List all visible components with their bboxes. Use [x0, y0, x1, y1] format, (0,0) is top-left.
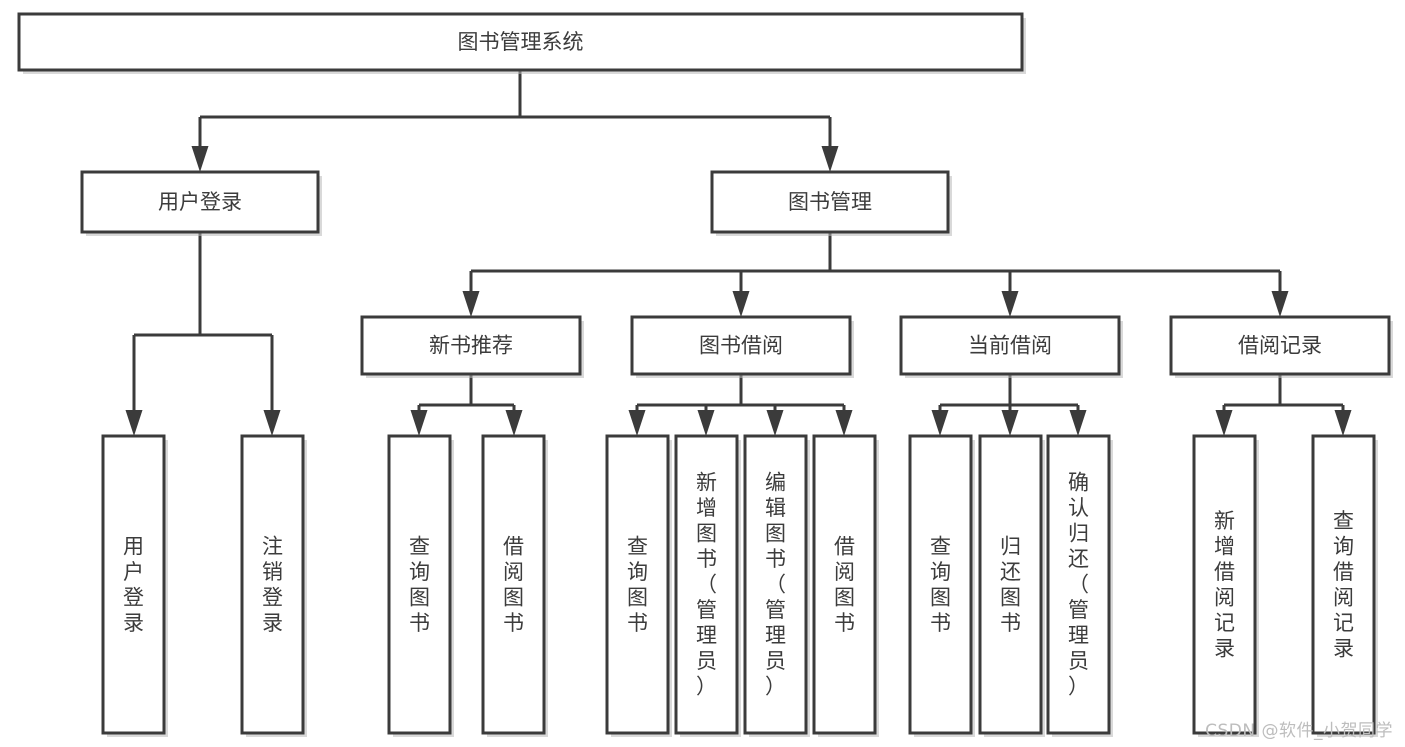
leaf-node[interactable]: 确认归还（管理员）: [1046, 434, 1113, 737]
level2-label: 用户登录: [158, 190, 242, 214]
level3-label: 新书推荐: [429, 334, 513, 358]
root-box[interactable]: [17, 12, 1024, 72]
connector-user-login-to-leaves: [125, 232, 281, 436]
arrow-head-icon: [732, 291, 750, 317]
arrow-head-icon: [1334, 410, 1352, 436]
level3-box[interactable]: [630, 315, 852, 376]
level2-node[interactable]: 用户登录: [80, 170, 322, 236]
arrow-head-icon: [821, 146, 839, 172]
leaf-node[interactable]: 查询图书: [387, 434, 454, 737]
level3-box[interactable]: [360, 315, 582, 376]
arrow-head-icon: [1069, 410, 1087, 436]
level3-node[interactable]: 借阅记录: [1169, 315, 1393, 378]
arrow-head-icon: [628, 410, 646, 436]
level3-node[interactable]: 新书推荐: [360, 315, 584, 378]
arrow-head-icon: [410, 410, 428, 436]
leaf-box[interactable]: [978, 434, 1043, 735]
leaf-label: 确认归还（管理员）: [1068, 471, 1089, 699]
level3-box[interactable]: [1169, 315, 1391, 376]
leaf-node[interactable]: 归还图书: [978, 434, 1045, 737]
leaf-box[interactable]: [1311, 434, 1376, 735]
root-node[interactable]: 图书管理系统: [17, 12, 1026, 74]
leaf-label: 编辑图书（管理员）: [765, 471, 786, 699]
arrow-head-icon: [931, 410, 949, 436]
leaf-label: 归还图书: [1000, 534, 1021, 635]
root-label: 图书管理系统: [458, 30, 584, 54]
level3-box[interactable]: [899, 315, 1121, 376]
leaf-label: 新增借阅记录: [1214, 509, 1235, 661]
leaf-label: 用户登录: [123, 534, 144, 635]
leaf-label: 借阅图书: [834, 534, 855, 635]
leaf-node[interactable]: 借阅图书: [481, 434, 548, 737]
leaf-box[interactable]: [481, 434, 546, 735]
node-layer: 图书管理系统用户登录图书管理新书推荐图书借阅当前借阅借阅记录用户登录注销登录查询…: [17, 12, 1393, 737]
arrow-head-icon: [263, 410, 281, 436]
arrow-head-icon: [835, 410, 853, 436]
leaf-label: 查询图书: [409, 534, 430, 635]
leaf-box[interactable]: [1046, 434, 1111, 735]
leaf-label: 注销登录: [262, 534, 283, 635]
connector-borrow-record-to-leaves: [1215, 374, 1352, 436]
leaf-box[interactable]: [387, 434, 452, 735]
leaf-box[interactable]: [812, 434, 877, 735]
level2-box[interactable]: [710, 170, 950, 234]
arrow-head-icon: [1001, 291, 1019, 317]
leaf-box[interactable]: [743, 434, 808, 735]
leaf-node[interactable]: 新增图书（管理员）: [674, 434, 741, 737]
connector-root-to-level2: [191, 70, 839, 172]
leaf-box[interactable]: [605, 434, 670, 735]
level3-node[interactable]: 当前借阅: [899, 315, 1123, 378]
leaf-box[interactable]: [908, 434, 973, 735]
arrow-head-icon: [1215, 410, 1233, 436]
connector-book-borrow-to-leaves: [628, 374, 853, 436]
connector-current-borrow-to-leaves: [931, 374, 1087, 436]
level3-label: 当前借阅: [968, 334, 1052, 358]
arrow-head-icon: [462, 291, 480, 317]
leaf-box[interactable]: [240, 434, 305, 735]
connector-layer: [125, 70, 1352, 436]
leaf-label: 查询图书: [627, 534, 648, 635]
leaf-label: 查询借阅记录: [1333, 509, 1354, 661]
leaf-node[interactable]: 新增借阅记录: [1192, 434, 1259, 737]
arrow-head-icon: [1271, 291, 1289, 317]
arrow-head-icon: [191, 146, 209, 172]
arrow-head-icon: [1001, 410, 1019, 436]
leaf-box[interactable]: [674, 434, 739, 735]
leaf-box[interactable]: [101, 434, 166, 735]
leaf-label: 新增图书（管理员）: [696, 471, 717, 699]
level3-label: 借阅记录: [1238, 334, 1322, 358]
leaf-node[interactable]: 查询借阅记录: [1311, 434, 1378, 737]
leaf-node[interactable]: 查询图书: [605, 434, 672, 737]
leaf-node[interactable]: 查询图书: [908, 434, 975, 737]
arrow-head-icon: [766, 410, 784, 436]
connector-new-book-to-leaves: [410, 374, 523, 436]
level3-label: 图书借阅: [699, 334, 783, 358]
leaf-box[interactable]: [1192, 434, 1257, 735]
leaf-node[interactable]: 借阅图书: [812, 434, 879, 737]
leaf-node[interactable]: 注销登录: [240, 434, 307, 737]
arrow-head-icon: [125, 410, 143, 436]
leaf-label: 借阅图书: [503, 534, 524, 635]
leaf-node[interactable]: 编辑图书（管理员）: [743, 434, 810, 737]
leaf-label: 查询图书: [930, 534, 951, 635]
arrow-head-icon: [505, 410, 523, 436]
arrow-head-icon: [697, 410, 715, 436]
level3-node[interactable]: 图书借阅: [630, 315, 854, 378]
leaf-node[interactable]: 用户登录: [101, 434, 168, 737]
level2-box[interactable]: [80, 170, 320, 234]
connector-book-mgmt-to-level3: [462, 232, 1289, 317]
level2-node[interactable]: 图书管理: [710, 170, 952, 236]
level2-label: 图书管理: [788, 190, 872, 214]
